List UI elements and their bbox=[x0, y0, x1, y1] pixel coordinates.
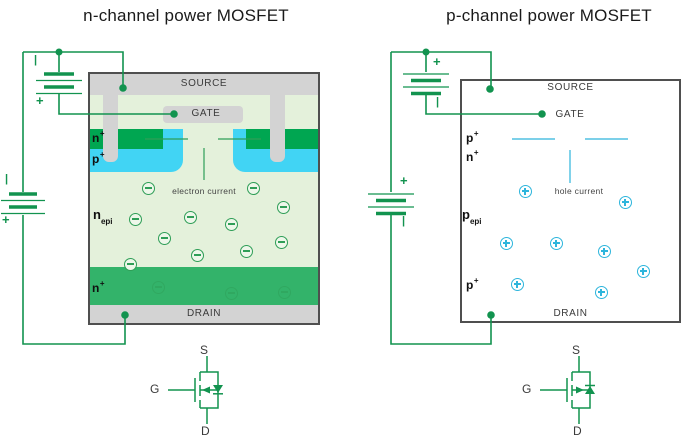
p-gate-battery-plus-label: + bbox=[433, 54, 441, 69]
electron-symbol bbox=[239, 244, 253, 258]
n-plus-label-bottom: n+ bbox=[92, 279, 105, 295]
n-gate-label: GATE bbox=[191, 108, 221, 119]
electron-symbol bbox=[183, 210, 197, 224]
electron-symbol bbox=[123, 257, 137, 271]
p-drain-battery-minus-label: | bbox=[402, 215, 406, 227]
hole-symbol bbox=[594, 285, 608, 299]
source-contact-column-right bbox=[270, 95, 285, 162]
electron-symbol-faded bbox=[277, 285, 291, 299]
electron-symbol bbox=[276, 200, 290, 214]
p-plus-label-bottom: p+ bbox=[466, 276, 479, 292]
hole-symbol bbox=[597, 244, 611, 258]
electron-symbol bbox=[190, 248, 204, 262]
n-gate-battery-plus-label: + bbox=[36, 93, 44, 108]
n-source-label: SOURCE bbox=[180, 78, 228, 89]
p-symbol-source-label: S bbox=[572, 343, 581, 357]
electron-symbol-faded bbox=[224, 286, 238, 300]
electron-symbol bbox=[141, 181, 155, 195]
n-symbol-drain-label: D bbox=[201, 424, 210, 438]
title-n-channel: n-channel power MOSFET bbox=[83, 6, 289, 25]
p-symbol-gate-label: G bbox=[522, 382, 532, 396]
electron-symbol bbox=[246, 181, 260, 195]
hole-symbol bbox=[518, 184, 532, 198]
electron-symbol-faded bbox=[151, 280, 165, 294]
n-drain-label: DRAIN bbox=[186, 308, 222, 319]
n-plus-label: n+ bbox=[466, 148, 479, 164]
hole-symbol bbox=[510, 277, 524, 291]
n-symbol-gate-label: G bbox=[150, 382, 160, 396]
title-p-channel: p-channel power MOSFET bbox=[446, 6, 652, 25]
p-source-label: SOURCE bbox=[547, 82, 594, 93]
hole-symbol bbox=[618, 195, 632, 209]
n-drain-battery-minus-label: | bbox=[5, 173, 9, 185]
p-epi-label: pepi bbox=[462, 207, 482, 227]
n-plus-label-top: n+ bbox=[92, 129, 105, 145]
n-plus-substrate-band bbox=[90, 267, 318, 305]
p-gate-label: GATE bbox=[555, 109, 585, 120]
electron-current-label: electron current bbox=[172, 186, 236, 196]
p-channel-device-box bbox=[460, 79, 681, 323]
source-contact-column-left bbox=[103, 95, 118, 162]
p-symbol-drain-label: D bbox=[573, 424, 582, 438]
hole-symbol bbox=[499, 236, 513, 250]
p-drain-battery-plus-label: + bbox=[400, 173, 408, 188]
gate-electrode bbox=[163, 106, 243, 123]
n-epi-label: nepi bbox=[93, 207, 113, 227]
hole-current-label: hole current bbox=[554, 186, 604, 196]
electron-symbol bbox=[274, 235, 288, 249]
hole-symbol bbox=[636, 264, 650, 278]
electron-symbol bbox=[157, 231, 171, 245]
p-plus-label-top: p+ bbox=[466, 129, 479, 145]
p-mosfet-symbol bbox=[540, 356, 595, 424]
p-drain-label: DRAIN bbox=[553, 308, 588, 319]
electron-symbol bbox=[128, 212, 142, 226]
n-gate-battery-minus-label: | bbox=[34, 54, 38, 66]
electron-symbol bbox=[224, 217, 238, 231]
drain-metal-bar bbox=[90, 305, 318, 323]
hole-symbol bbox=[549, 236, 563, 250]
p-gate-battery-minus-label: | bbox=[436, 96, 440, 108]
n-drain-battery-plus-label: + bbox=[2, 212, 10, 227]
p-plus-label: p+ bbox=[92, 150, 105, 166]
n-symbol-source-label: S bbox=[200, 343, 209, 357]
n-mosfet-symbol bbox=[168, 356, 223, 424]
